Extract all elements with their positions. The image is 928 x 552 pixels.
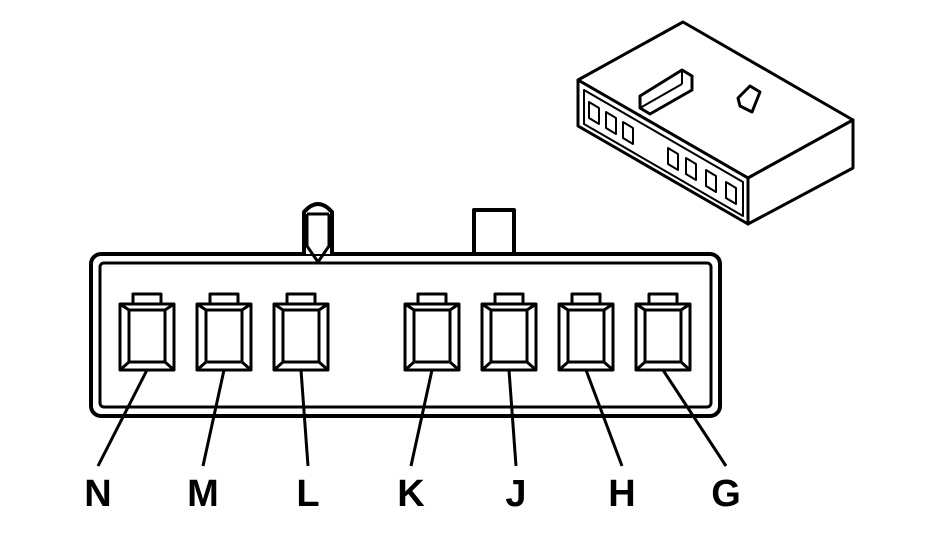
pin-cavities: [118, 292, 692, 372]
leader-line-m: [201, 369, 226, 467]
pin-label-m: M: [187, 473, 219, 515]
key-bump: [736, 84, 762, 114]
pin-label-l: L: [296, 473, 319, 515]
housing-outer: [89, 252, 722, 418]
connector-front-view: [89, 202, 722, 418]
leader-line-g: [661, 369, 728, 467]
pin-label-h: H: [608, 473, 635, 515]
leader-line-n: [96, 369, 149, 467]
leader-line-h: [584, 369, 624, 467]
pin-label-j: J: [505, 473, 526, 515]
pin-label-g: G: [711, 473, 741, 515]
iso-cavities: [588, 101, 737, 205]
cavity-m: [195, 292, 253, 372]
pin-label-k: K: [397, 473, 425, 515]
locking-post: [302, 202, 334, 254]
cavity-h: [557, 292, 615, 372]
key-tab: [472, 208, 516, 256]
cavity-g: [634, 292, 692, 372]
cavity-j: [480, 292, 538, 372]
pin-labels: N M L K J H G: [84, 473, 741, 515]
cavity-k: [403, 292, 461, 372]
pin-leader-lines: [96, 369, 728, 467]
housing-inner: [98, 261, 713, 409]
connector-isometric-view: [576, 20, 855, 226]
cavity-n: [118, 292, 176, 372]
leader-line-k: [409, 369, 434, 467]
leader-line-l: [299, 369, 310, 467]
cavity-l: [272, 292, 330, 372]
leader-line-j: [507, 369, 518, 467]
pin-label-n: N: [84, 473, 111, 515]
